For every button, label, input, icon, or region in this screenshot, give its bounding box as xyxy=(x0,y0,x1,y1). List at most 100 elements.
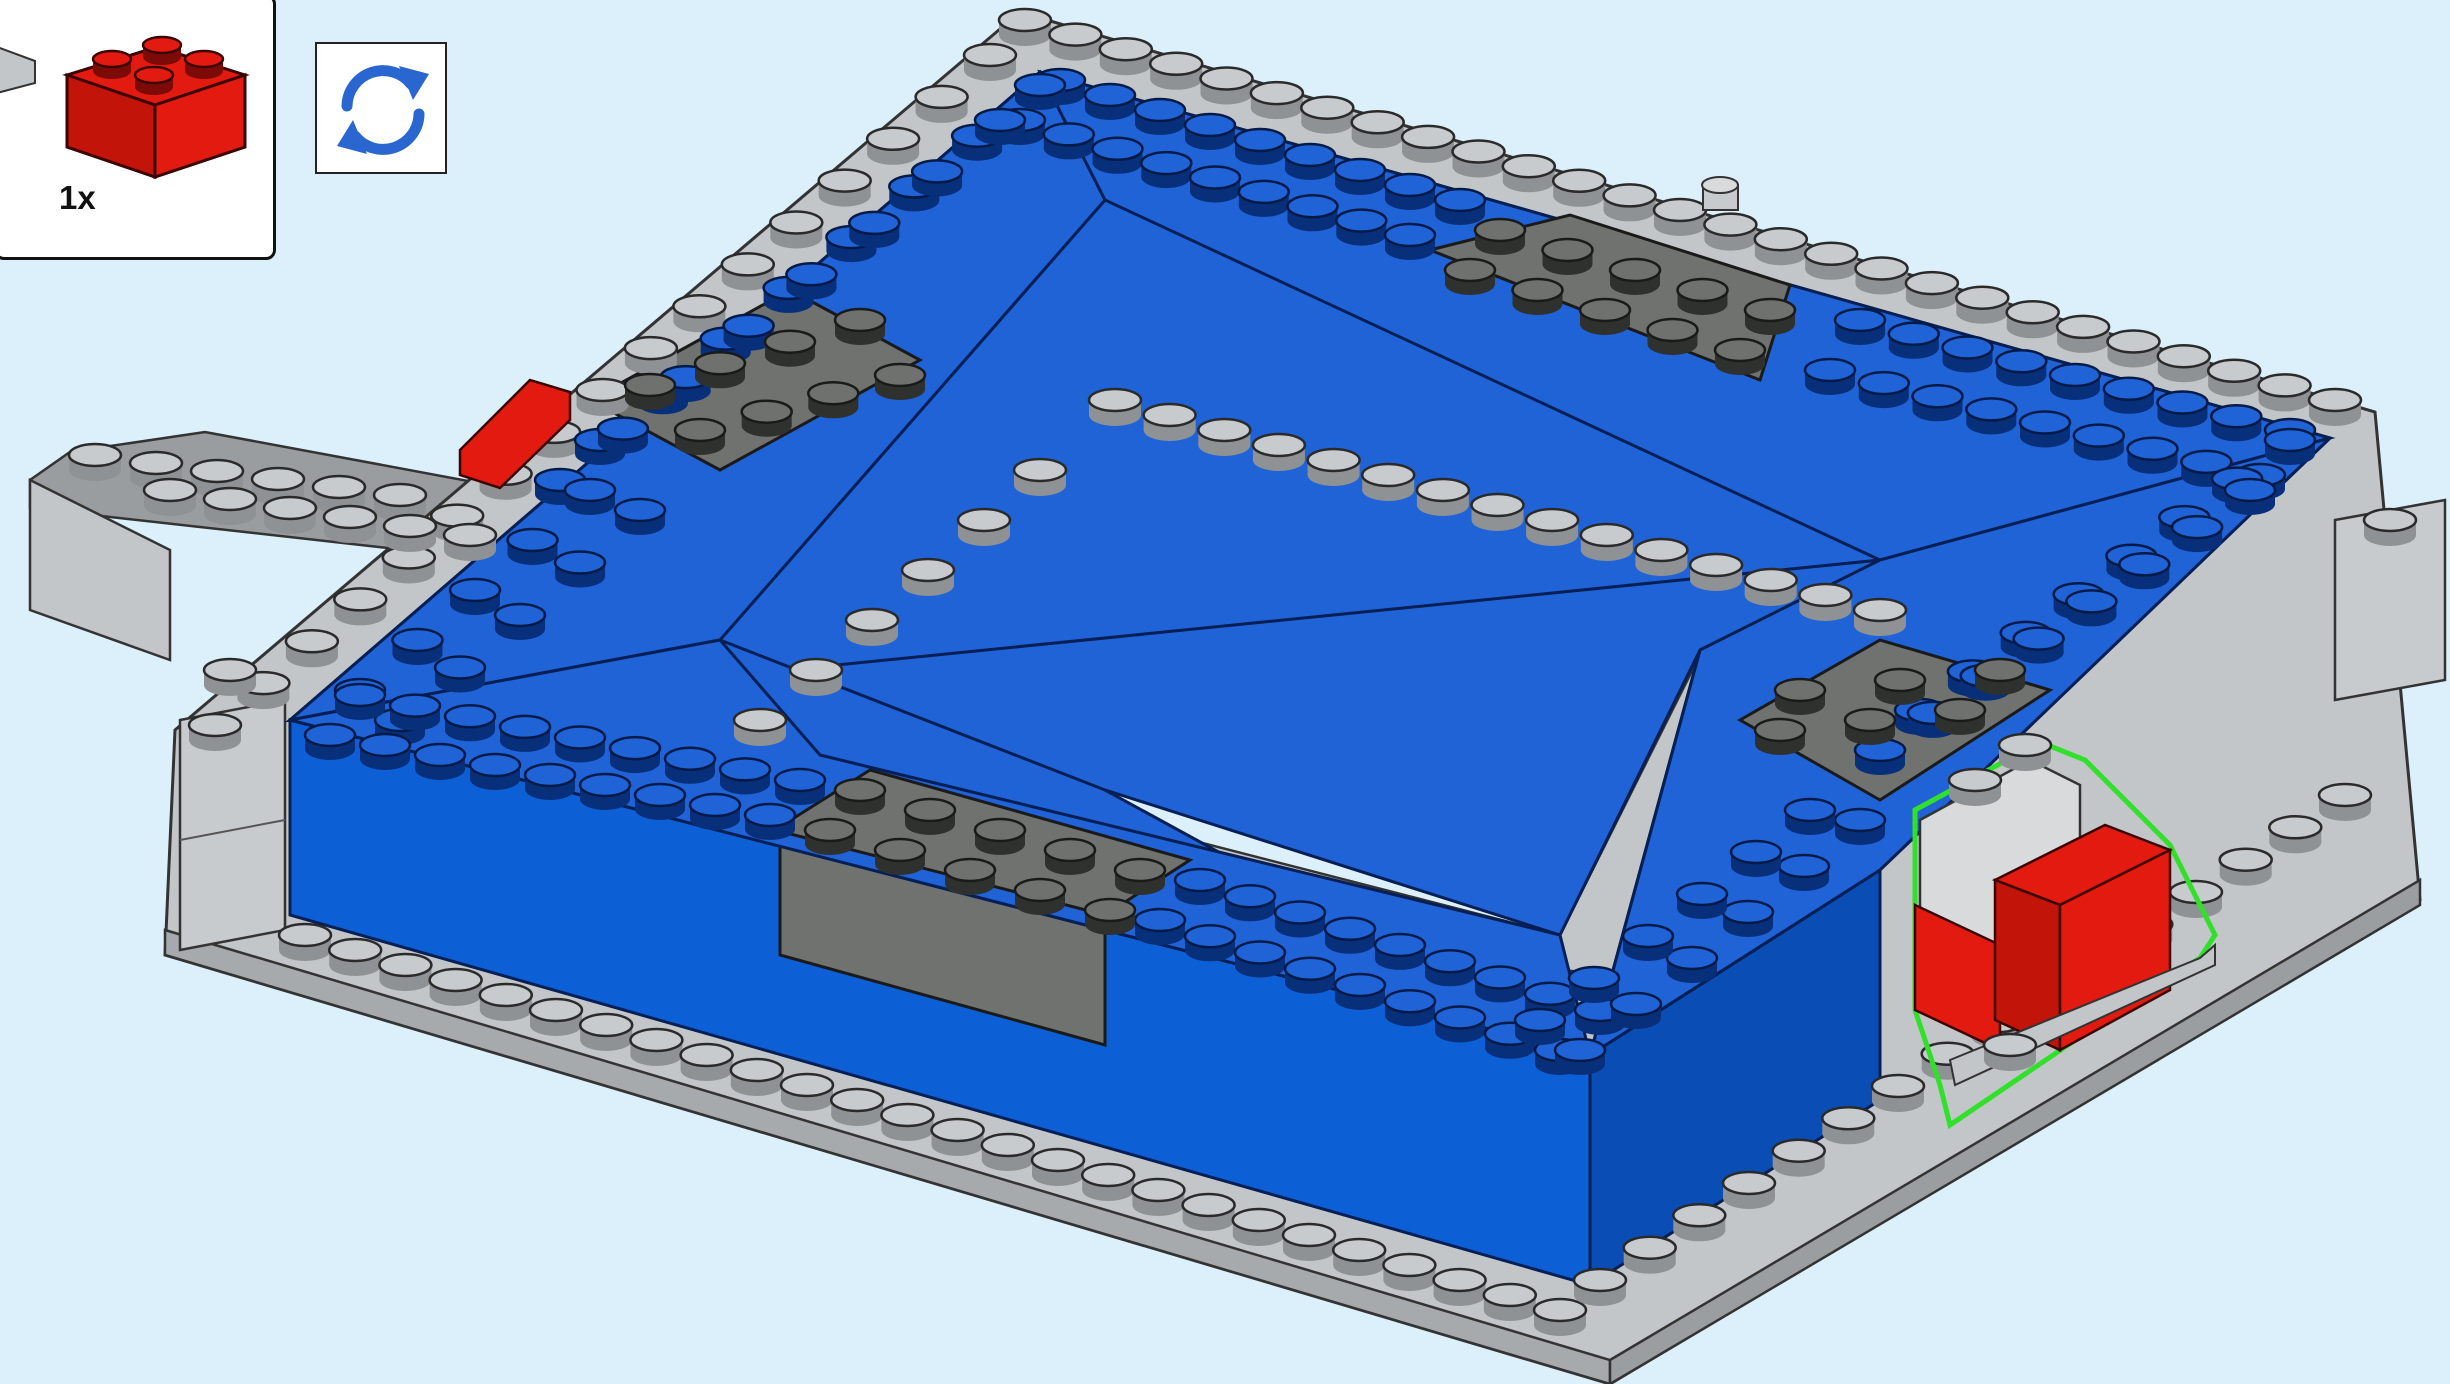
stud xyxy=(1201,68,1253,105)
stud xyxy=(435,657,485,693)
stud xyxy=(1015,879,1065,915)
stud xyxy=(945,859,995,895)
stud xyxy=(2364,509,2416,546)
stud xyxy=(495,604,545,640)
stud xyxy=(1235,129,1285,165)
stud xyxy=(1253,434,1305,471)
stud xyxy=(1779,855,1829,891)
stud xyxy=(731,1059,783,1096)
gray-post xyxy=(1702,177,1738,210)
stud xyxy=(1956,287,2008,324)
stud xyxy=(1032,1149,1084,1186)
stud xyxy=(1775,679,1825,715)
stud xyxy=(2269,816,2321,853)
stud xyxy=(1475,967,1525,1003)
stud xyxy=(335,684,385,720)
stud xyxy=(1515,1009,1565,1045)
stud xyxy=(1132,1179,1184,1216)
stud xyxy=(1198,419,1250,456)
stud xyxy=(835,309,885,345)
stud xyxy=(2172,516,2222,552)
stud xyxy=(1144,404,1196,441)
stud xyxy=(480,984,532,1021)
stud xyxy=(2074,425,2124,461)
stud xyxy=(144,479,196,516)
stud xyxy=(189,714,241,751)
stud xyxy=(1175,869,1225,905)
stud xyxy=(2007,301,2059,338)
stud xyxy=(577,379,629,416)
stud xyxy=(1375,934,1425,970)
stud xyxy=(430,969,482,1006)
stud xyxy=(932,1119,984,1156)
stud xyxy=(1352,111,1404,148)
stud xyxy=(1100,38,1152,75)
stud xyxy=(1093,138,1143,174)
stud xyxy=(390,695,440,731)
stud xyxy=(1611,993,1661,1029)
stud xyxy=(415,744,465,780)
stud xyxy=(2158,392,2208,428)
stud xyxy=(1872,1075,1924,1112)
stud xyxy=(673,295,725,332)
stud xyxy=(2108,331,2160,368)
stud xyxy=(1996,350,2046,386)
stud xyxy=(681,1044,733,1081)
stud xyxy=(958,509,1010,546)
stud xyxy=(2128,438,2178,474)
stud xyxy=(1913,385,1963,421)
stud xyxy=(835,779,885,815)
stud xyxy=(1472,494,1524,531)
stud xyxy=(1285,144,1335,180)
stud xyxy=(500,716,550,752)
stud xyxy=(1889,323,1939,359)
stud xyxy=(975,819,1025,855)
stud xyxy=(610,737,660,773)
stud xyxy=(393,629,443,665)
stud xyxy=(635,784,685,820)
stud xyxy=(1581,524,1633,561)
stud xyxy=(2014,628,2064,664)
red-2x2-brick-icon xyxy=(0,0,279,263)
stud xyxy=(770,212,822,249)
stud xyxy=(720,758,770,794)
stud xyxy=(902,559,954,596)
stud xyxy=(1285,958,1335,994)
stud xyxy=(1569,967,1619,1003)
rotate-view-button[interactable] xyxy=(315,42,447,174)
stud xyxy=(1385,990,1435,1026)
stud xyxy=(444,524,496,561)
stud xyxy=(1445,259,1495,295)
stud xyxy=(1574,1269,1626,1306)
stud xyxy=(1115,859,1165,895)
stud xyxy=(1906,272,1958,309)
stud xyxy=(1185,114,1235,150)
stud xyxy=(615,499,665,535)
stud xyxy=(1667,947,1717,983)
stud xyxy=(1308,449,1360,486)
stud xyxy=(1755,719,1805,755)
stud xyxy=(2158,345,2210,382)
stud xyxy=(1745,299,1795,335)
parts-list-panel: 1x xyxy=(0,0,276,260)
stud xyxy=(1383,1254,1435,1291)
stud xyxy=(1875,669,1925,705)
stud xyxy=(786,263,836,299)
stud xyxy=(279,924,331,961)
stud xyxy=(1435,189,1485,225)
stud xyxy=(1385,174,1435,210)
stud xyxy=(1526,509,1578,546)
stud xyxy=(982,1134,1034,1171)
stud xyxy=(1805,359,1855,395)
stud xyxy=(881,1104,933,1141)
stud xyxy=(975,109,1025,145)
stud xyxy=(1822,1107,1874,1144)
stud xyxy=(1475,219,1525,255)
stud xyxy=(819,170,871,207)
stud xyxy=(875,839,925,875)
stud xyxy=(1604,184,1656,221)
stud xyxy=(1135,909,1185,945)
stud xyxy=(1623,925,1673,961)
stud xyxy=(1677,883,1727,919)
